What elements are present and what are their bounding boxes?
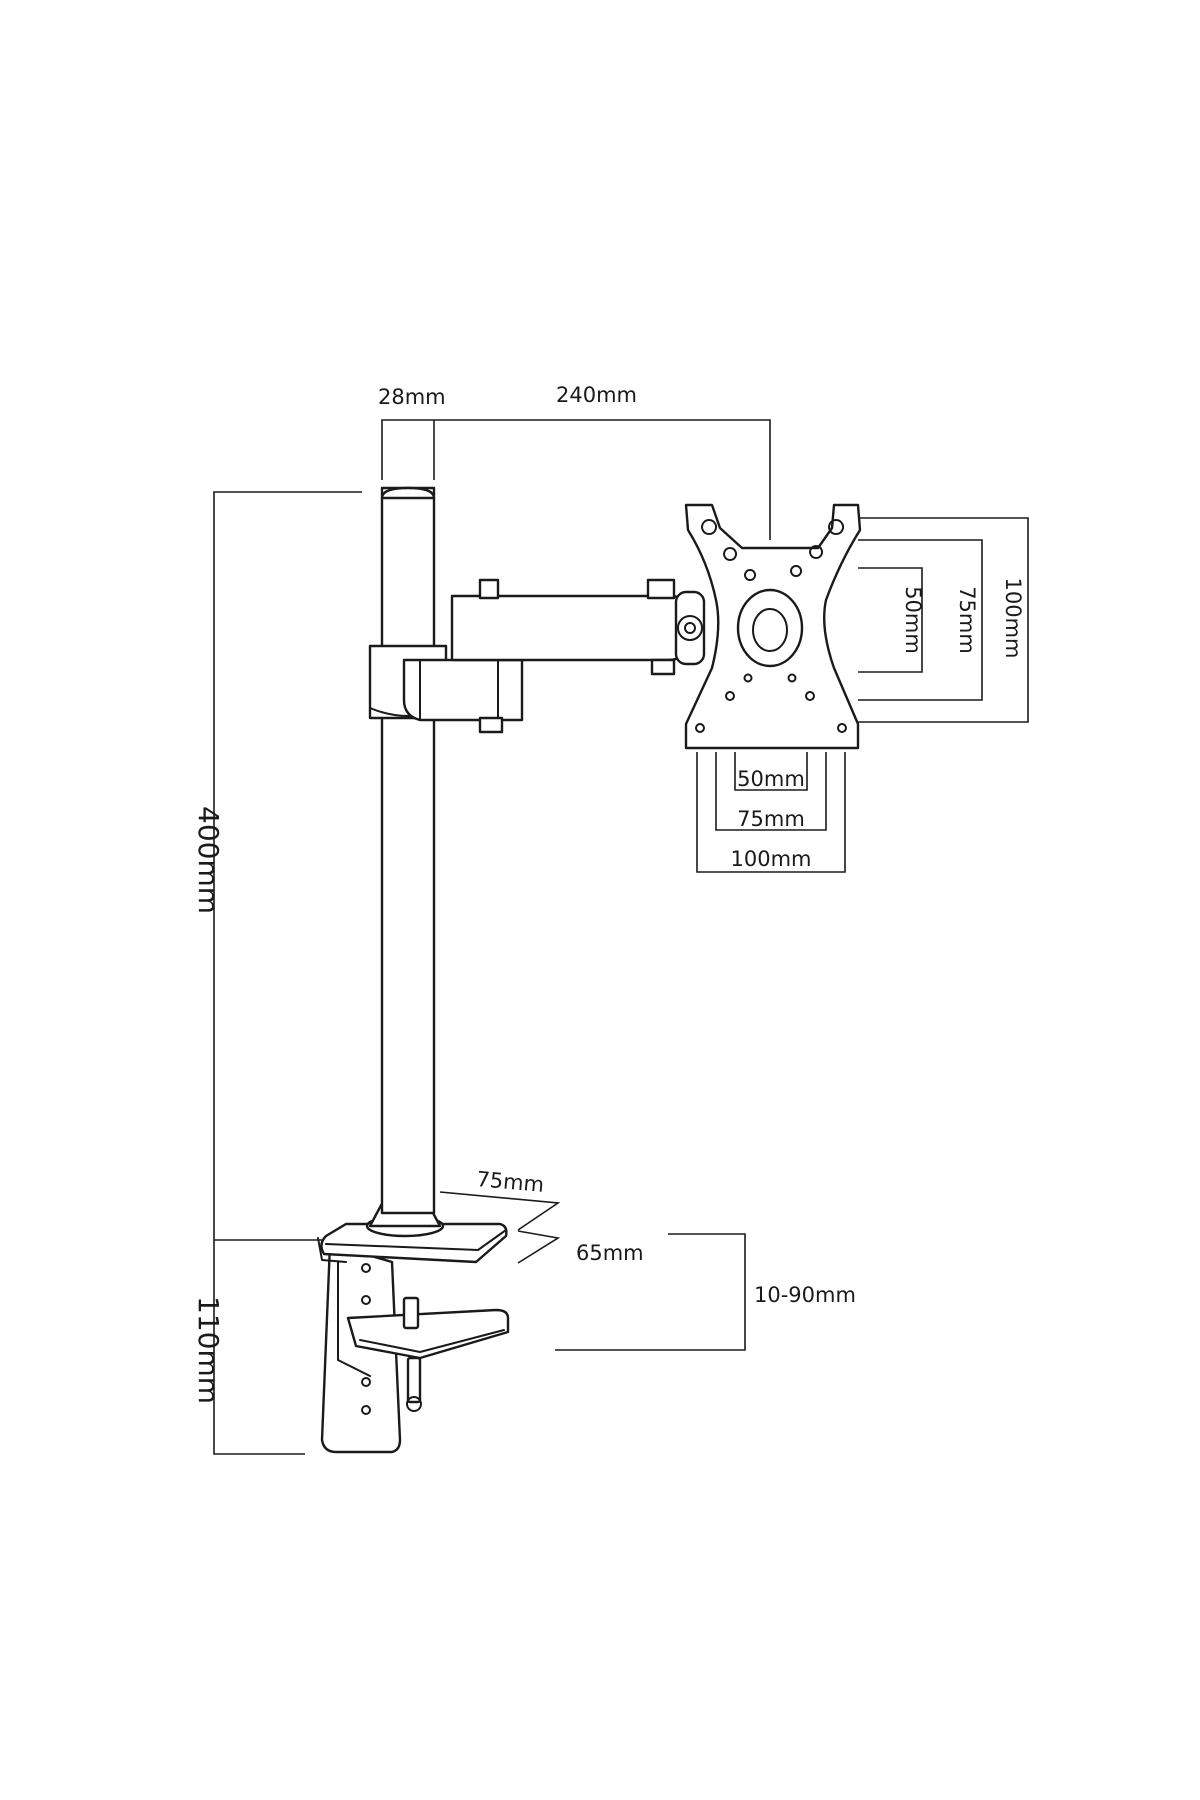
label-vesa-v-mid: 75mm: [737, 807, 805, 831]
label-vesa-v-small: 50mm: [737, 767, 805, 791]
label-pole-diameter: 28mm: [378, 385, 446, 409]
vesa-plate: [684, 503, 862, 750]
label-vesa-h-large: 100mm: [1001, 578, 1025, 659]
monitor-arm: [450, 578, 706, 676]
label-vesa-h-mid: 75mm: [955, 586, 979, 654]
label-clamp-height: 110mm: [192, 1296, 225, 1404]
vertical-pole: [380, 486, 436, 1215]
label-vesa-h-small: 50mm: [901, 586, 925, 654]
label-base-depth: 65mm: [576, 1241, 644, 1265]
label-base-width: 75mm: [476, 1167, 545, 1197]
arm-collar: [368, 644, 524, 734]
label-arm-reach: 240mm: [556, 383, 637, 407]
label-desk-thickness: 10-90mm: [754, 1283, 856, 1307]
label-vesa-v-large: 100mm: [731, 847, 812, 871]
desk-clamp: [317, 1237, 510, 1454]
label-pole-height: 400mm: [192, 806, 225, 914]
dimension-labels: 28mm 240mm 400mm 110mm 10-90mm 75mm 65mm…: [192, 383, 1025, 1404]
dimension-lines: [213, 419, 1029, 1455]
